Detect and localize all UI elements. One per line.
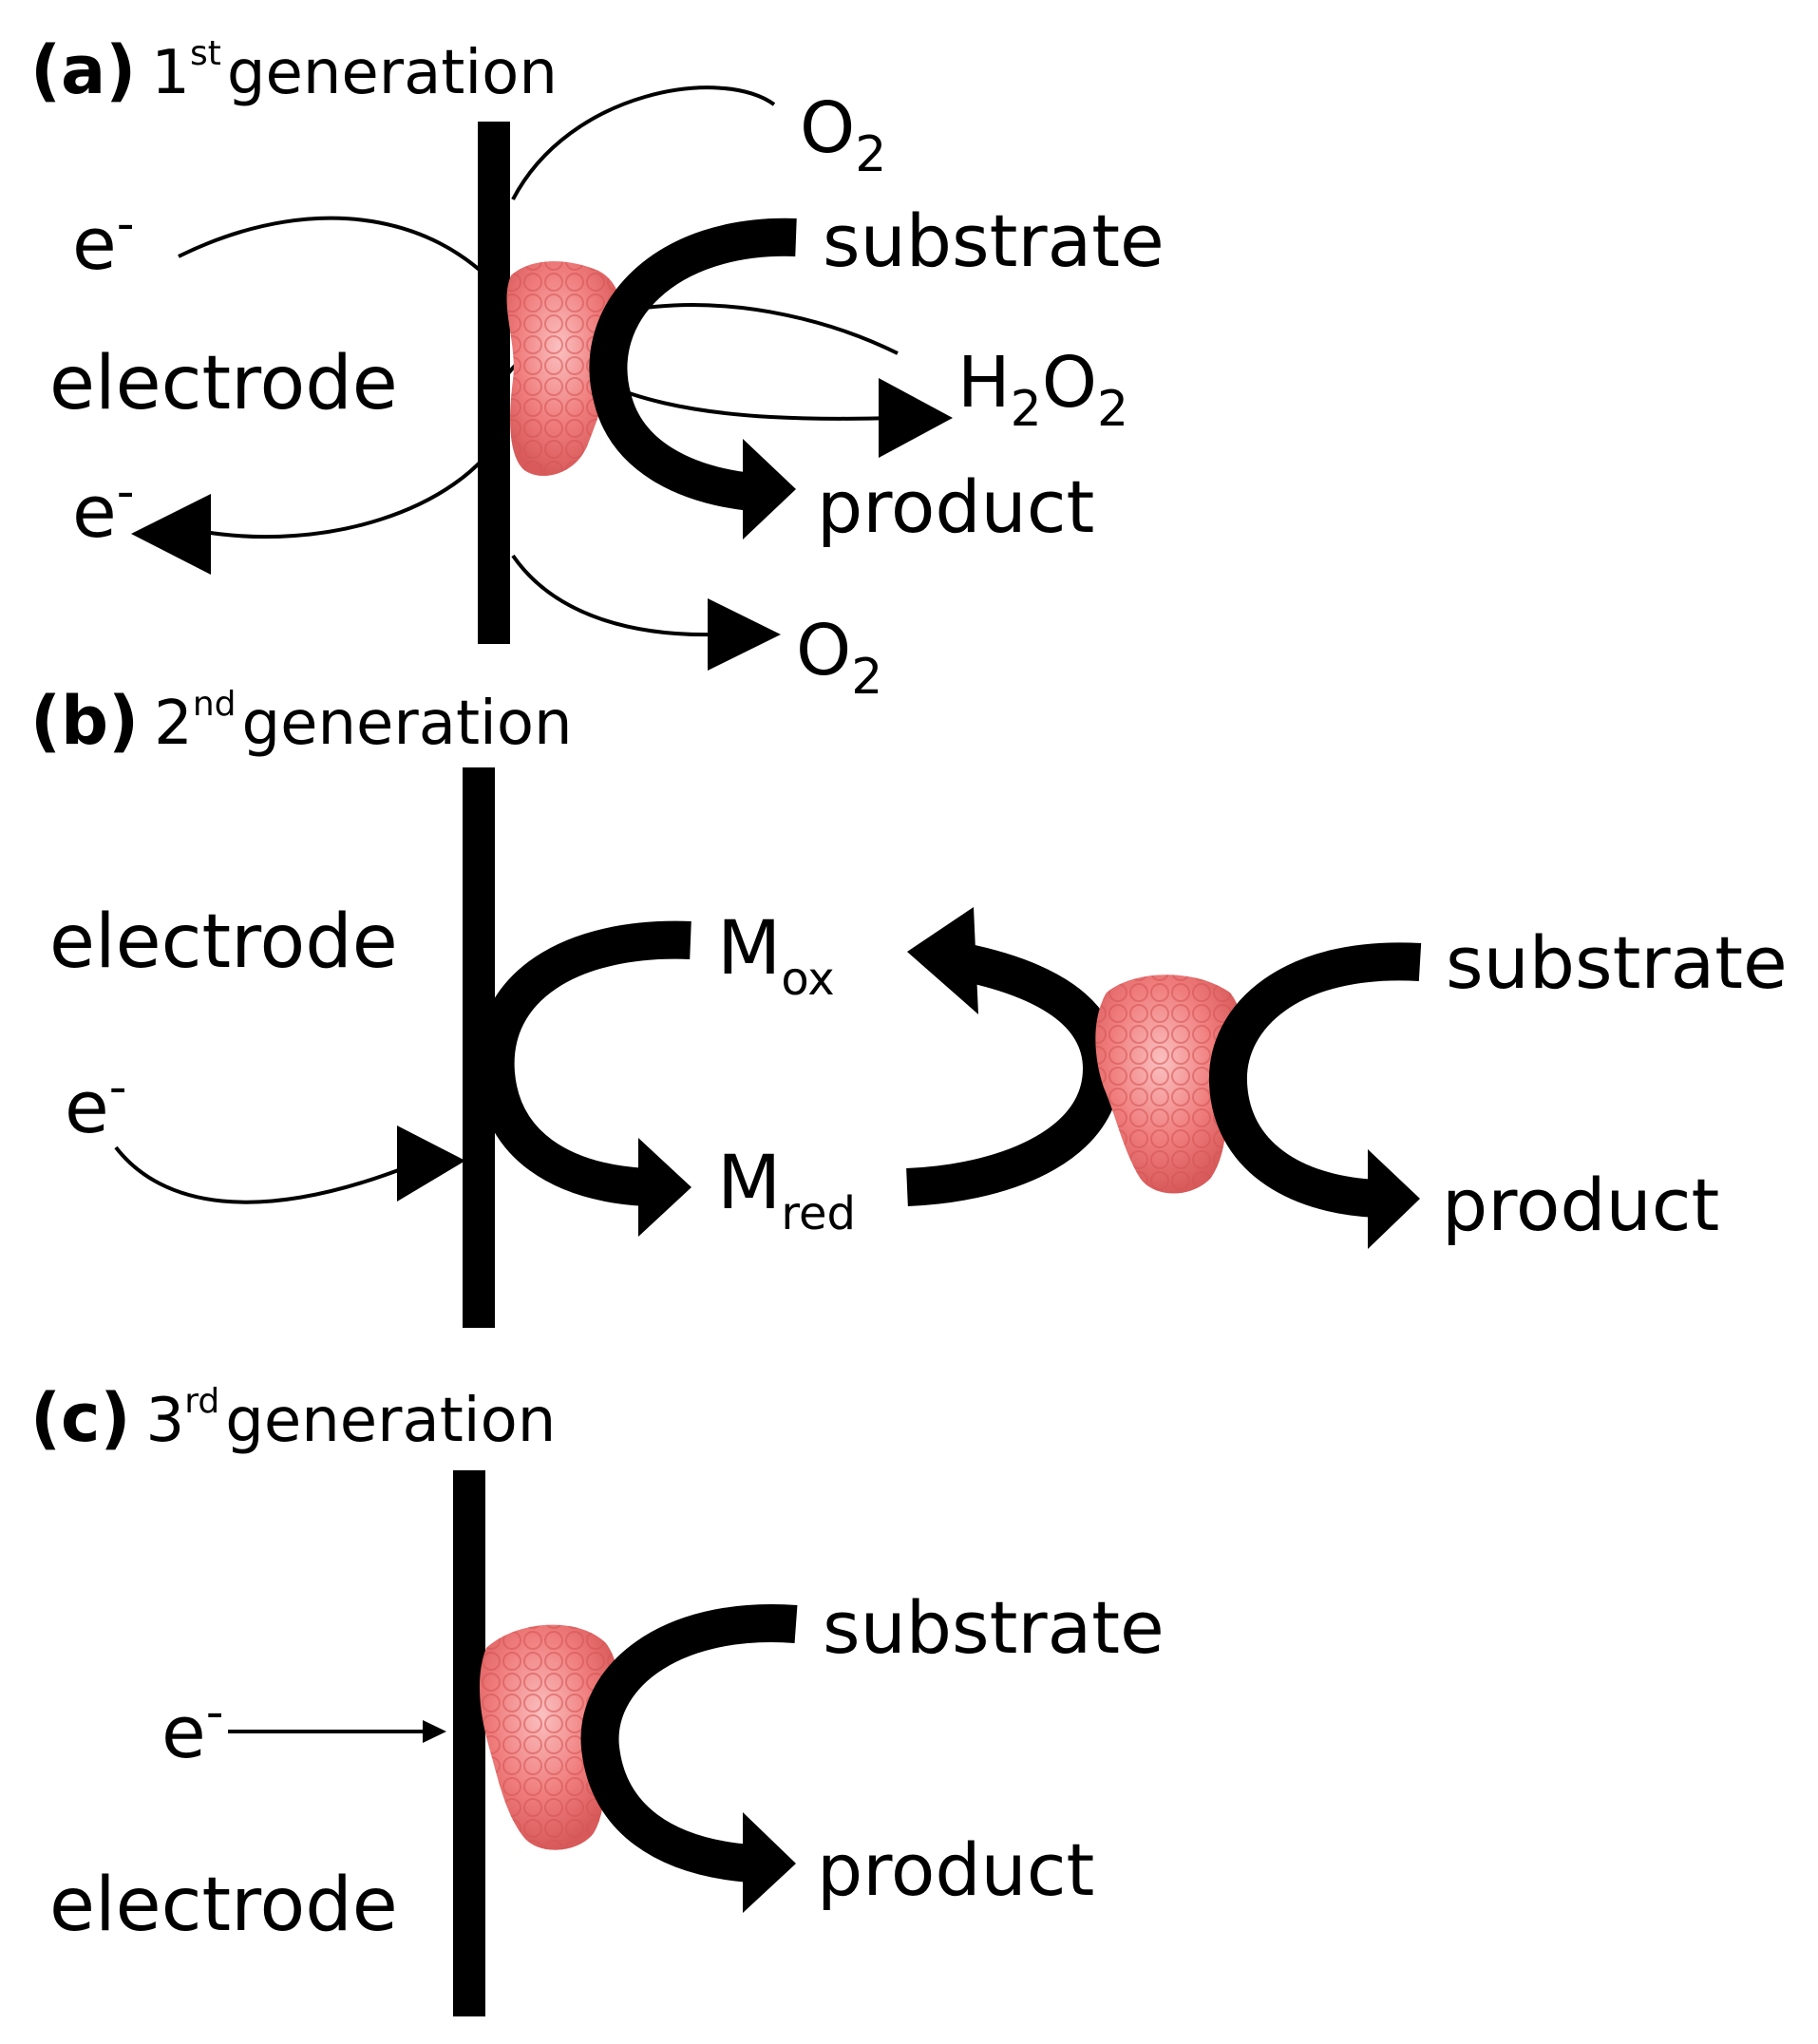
panel-b-product-label: product xyxy=(1442,1163,1719,1247)
panel-c-substrate-label: substrate xyxy=(823,1585,1165,1670)
panel-a-substrate-product-arrow xyxy=(589,218,797,511)
panel-c-e-arrowhead xyxy=(423,1720,446,1743)
panel-b-product-arrowhead xyxy=(1368,1149,1420,1249)
panel-b-electrode-label: electrode xyxy=(49,899,398,985)
panel-a-o2-top-label: O2 xyxy=(800,87,886,183)
panel-b: (b)2ndgeneration electrode e- Mox Mred s… xyxy=(30,682,1788,1328)
panel-c-electrode-bar xyxy=(453,1470,485,2016)
panel-b-substrate-label: substrate xyxy=(1446,920,1788,1005)
panel-a-substrate-label: substrate xyxy=(823,199,1165,283)
panel-b-mred-label: Mred xyxy=(717,1141,856,1240)
panel-a-o2-bottom-arrowhead xyxy=(708,598,781,671)
panel-a-electrode-bar xyxy=(478,122,510,644)
panel-a: (a)1stgeneration electrode e- e- O2 subs… xyxy=(30,31,1165,706)
panel-a-electrode-label: electrode xyxy=(49,341,398,426)
panel-b-e-label: e- xyxy=(65,1059,127,1149)
panel-b-mox-mred-arrow xyxy=(476,920,691,1206)
panel-a-e-top-label: e- xyxy=(72,196,135,286)
panel-a-h2o2-label: H2O2 xyxy=(957,342,1128,438)
panel-c-product-label: product xyxy=(817,1827,1094,1912)
panel-a-curve-o2-top xyxy=(511,85,776,200)
panel-a-o2-bottom-label: O2 xyxy=(796,610,882,706)
panel-a-heading: (a)1stgeneration xyxy=(30,31,558,109)
panel-b-mred-arrowhead xyxy=(638,1138,691,1237)
panel-c-heading: (c)3rdgeneration xyxy=(30,1379,556,1457)
panel-b-heading: (b)2ndgeneration xyxy=(30,682,573,760)
panel-b-substrate-product-arrow xyxy=(1208,942,1422,1218)
panel-a-h2o2-arrowhead xyxy=(879,378,953,458)
panel-c: (c)3rdgeneration e- electrode substrate … xyxy=(30,1379,1165,2016)
panel-a-e-bottom-label: e- xyxy=(72,464,135,554)
panel-c-enzyme-icon xyxy=(479,1624,618,1850)
panel-b-e-in-arrowhead xyxy=(397,1126,465,1202)
panel-a-curve-o2-bottom xyxy=(511,554,718,637)
panel-b-mred-mox-arrow xyxy=(906,942,1122,1206)
panel-a-curve-e-out xyxy=(203,430,505,539)
panel-c-electrode-label: electrode xyxy=(49,1863,398,1948)
panel-a-product-arrowhead xyxy=(743,439,796,539)
panel-a-e-out-arrowhead xyxy=(131,494,211,575)
panel-b-enzyme-icon xyxy=(1095,975,1242,1194)
panel-b-curve-e-in xyxy=(114,1145,409,1204)
panel-c-substrate-product-arrow xyxy=(580,1604,798,1883)
panel-b-mox-label: Mox xyxy=(717,906,835,1006)
panel-c-product-arrowhead xyxy=(743,1812,796,1913)
panel-a-product-label: product xyxy=(817,464,1094,549)
panel-a-enzyme-icon xyxy=(506,261,623,477)
panel-c-e-label: e- xyxy=(161,1684,224,1774)
panel-b-mox-arrowhead xyxy=(907,907,978,1014)
